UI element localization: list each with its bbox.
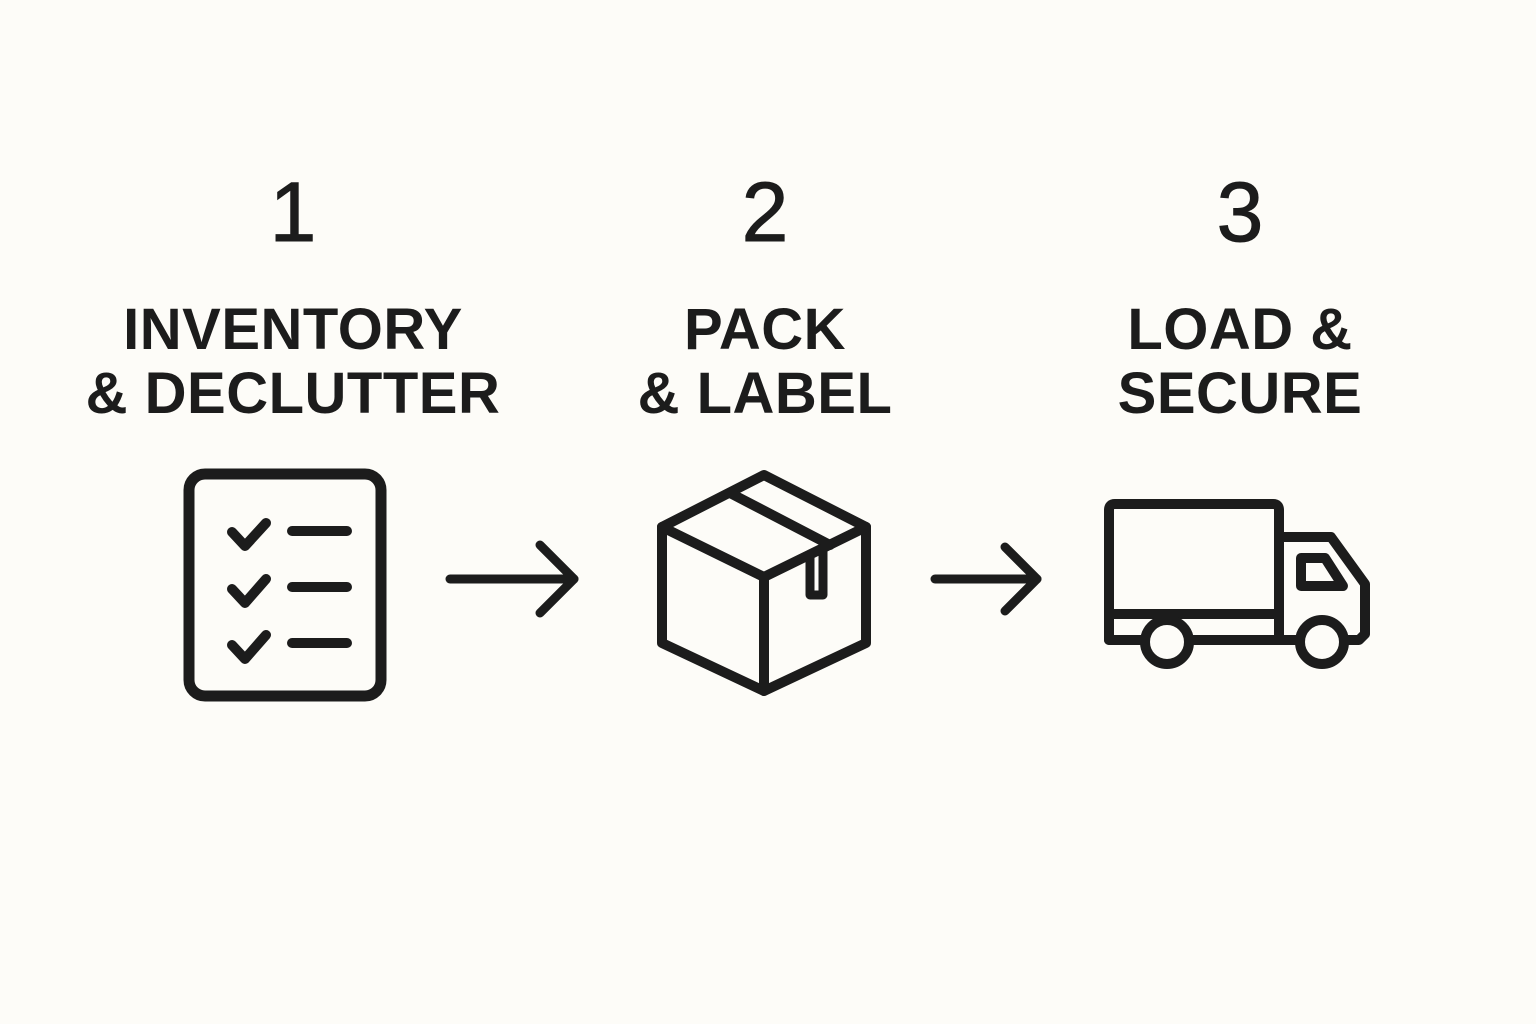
step-title-line: & LABEL	[637, 361, 893, 426]
check-mark	[227, 630, 271, 664]
check-mark	[227, 574, 271, 608]
checklist-icon	[183, 468, 387, 702]
box-icon	[657, 470, 871, 696]
label-tab	[805, 543, 828, 600]
arrow-right-icon	[930, 542, 1042, 616]
step-title-line: SECURE	[1117, 361, 1363, 426]
step-1: 1 INVENTORY & DECLUTTER	[63, 170, 523, 426]
tape	[725, 488, 835, 550]
step-title-line: LOAD &	[1127, 297, 1353, 362]
step-title: PACK & LABEL	[535, 298, 995, 426]
step-title-line: & DECLUTTER	[85, 361, 501, 426]
step-number: 1	[269, 165, 317, 259]
step-title: INVENTORY & DECLUTTER	[63, 298, 523, 426]
step-3: 3 LOAD & SECURE	[1010, 170, 1470, 426]
cab-window	[1296, 553, 1348, 591]
step-title: LOAD & SECURE	[1010, 298, 1470, 426]
step-2: 2 PACK & LABEL	[535, 170, 995, 426]
check-mark	[227, 518, 271, 551]
step-number: 2	[741, 165, 789, 259]
truck-icon	[1104, 499, 1370, 669]
step-title-line: INVENTORY	[123, 297, 463, 362]
wheel	[1140, 615, 1194, 669]
arrow-right-icon	[445, 540, 579, 618]
step-title-line: PACK	[683, 297, 847, 362]
wheel	[1295, 615, 1349, 669]
step-number: 3	[1216, 165, 1264, 259]
